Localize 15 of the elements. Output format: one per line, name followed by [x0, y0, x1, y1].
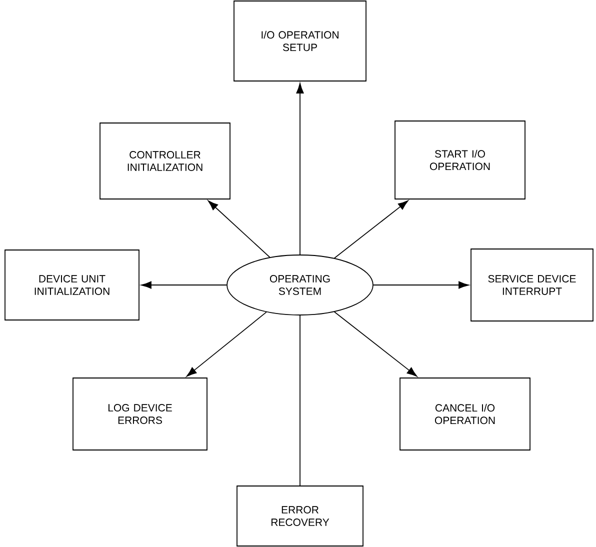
arrow [186, 312, 267, 377]
function-box: LOG DEVICE ERRORS [72, 378, 208, 450]
arrow [208, 200, 270, 258]
function-box: SERVICE DEVICE INTERRUPT [470, 248, 594, 322]
arrow [334, 200, 408, 259]
function-box: DEVICE UNIT INITIALIZATION [4, 250, 140, 320]
function-box: I/O OPERATION SETUP [234, 0, 366, 82]
arrow [334, 311, 418, 377]
function-box: CONTROLLER INITIALIZATION [100, 122, 230, 200]
arrow [141, 281, 227, 289]
function-box: ERROR RECOVERY [236, 486, 364, 546]
arrow [296, 83, 304, 255]
arrow [373, 281, 469, 289]
function-box: START I/O OPERATION [394, 120, 526, 200]
function-box: CANCEL I/O OPERATION [400, 378, 530, 450]
